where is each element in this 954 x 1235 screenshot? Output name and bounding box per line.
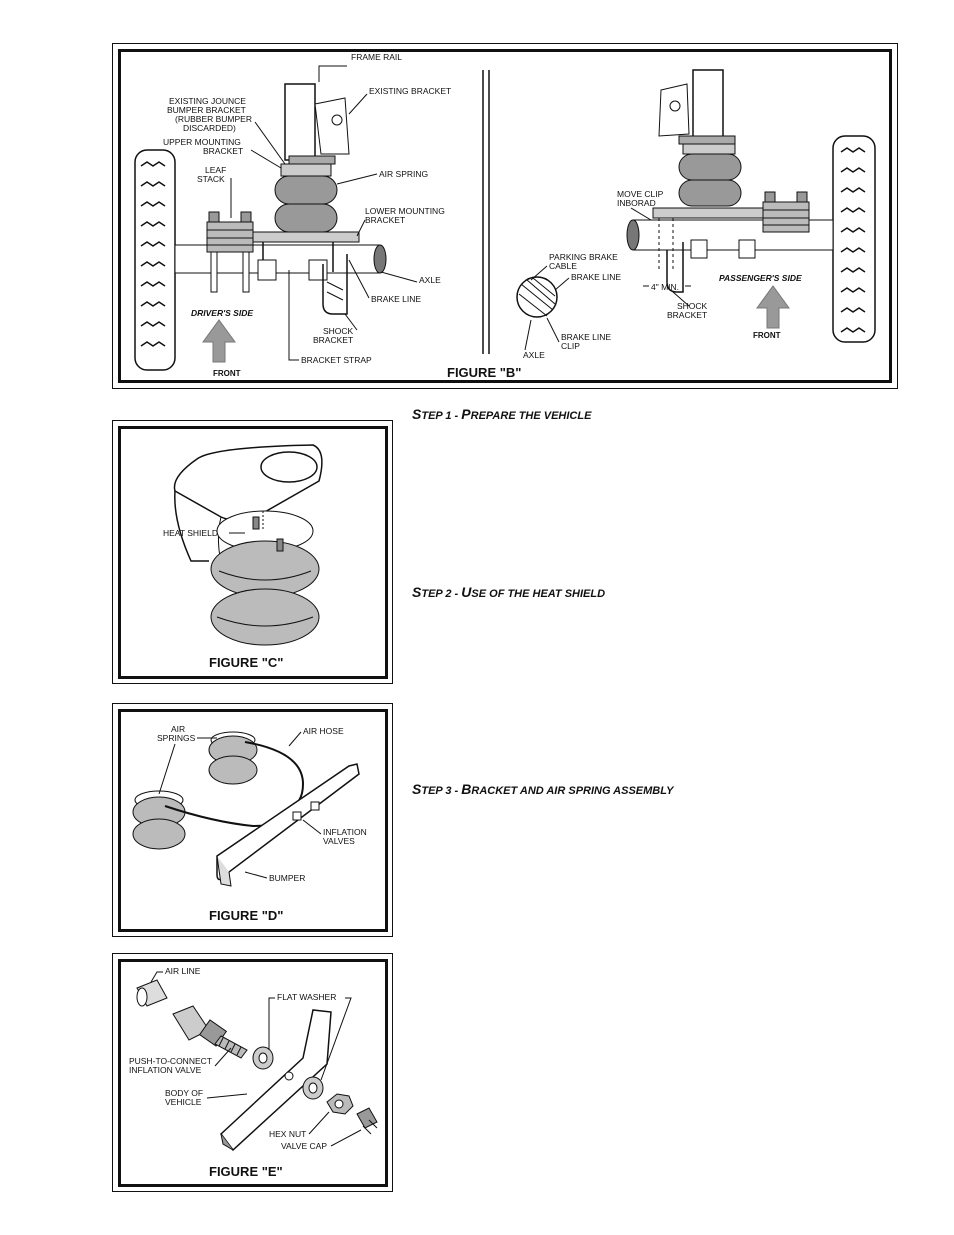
lower-bracket-passenger: [652, 207, 764, 293]
label-frame-rail: FRAME RAIL: [351, 52, 402, 62]
label-inflation-valves: INFLATION: [323, 827, 367, 837]
label-bumper: BUMPER: [269, 873, 305, 883]
label-heat-shield: HEAT SHIELD: [163, 528, 218, 538]
air-spring-passenger: [678, 143, 742, 207]
label-jounce: (RUBBER BUMPER: [175, 114, 252, 124]
step-1-heading: STEP 1 - PREPARE THE VEHICLE: [412, 406, 592, 422]
figure-d-border: [118, 709, 388, 932]
label-brake-line-right: BRAKE LINE: [571, 272, 621, 282]
label-front-left: FRONT: [213, 369, 241, 378]
figure-b-border: [118, 49, 892, 383]
label-brake-line-clip: CLIP: [561, 341, 580, 351]
label-shock-bracket-right: SHOCK: [677, 301, 708, 311]
bumper: [216, 763, 360, 887]
label-jounce: EXISTING JOUNCE: [169, 96, 246, 106]
front-arrow-right: [756, 285, 790, 329]
label-move-clip: MOVE CLIP: [617, 189, 664, 199]
figure-b-title: FIGURE "B": [447, 365, 521, 380]
figure-b-frame: FRAME RAIL EXISTING BRACKET EXISTING JOU…: [112, 43, 898, 389]
label-shock-bracket-left: BRACKET: [313, 335, 353, 345]
label-air-springs: AIR: [171, 724, 185, 734]
hex-nut: [326, 1093, 354, 1115]
label-axle-left: AXLE: [419, 275, 441, 285]
front-arrow-left: [202, 319, 236, 363]
label-existing-bracket: EXISTING BRACKET: [369, 86, 451, 96]
step-3-heading: STEP 3 - BRACKET AND AIR SPRING ASSEMBLY: [412, 781, 674, 797]
figure-e-title: FIGURE "E": [209, 1164, 283, 1179]
figure-c-title: FIGURE "C": [209, 655, 283, 670]
label-leaf-stack: STACK: [197, 174, 225, 184]
label-brake-line-clip: BRAKE LINE: [561, 332, 611, 342]
figure-b-illustration: FRAME RAIL EXISTING BRACKET EXISTING JOU…: [134, 52, 876, 380]
lower-bracket-driver: [252, 231, 360, 315]
passenger-tire: [832, 135, 876, 343]
label-axle-right: AXLE: [523, 350, 545, 360]
push-to-connect-valve: [172, 1005, 248, 1059]
frame-rail-driver: [284, 83, 350, 165]
label-brake-line-left: BRAKE LINE: [371, 294, 421, 304]
figure-e-frame: AIR LINE FLAT WASHER PUSH-TO-CONNECT INF…: [112, 953, 393, 1192]
figure-c-illustration: HEAT SHIELD FIGURE "C": [163, 444, 323, 670]
heat-shield: [173, 444, 323, 572]
label-leaf-stack: LEAF: [205, 165, 226, 175]
figure-d-title: FIGURE "D": [209, 908, 283, 923]
label-body-of-vehicle: VEHICLE: [165, 1097, 202, 1107]
label-air-springs: SPRINGS: [157, 733, 196, 743]
label-parking-brake: CABLE: [549, 261, 577, 271]
label-passengers-side: PASSENGER'S SIDE: [719, 273, 802, 283]
label-jounce: BUMPER BRACKET: [167, 105, 246, 115]
label-air-spring: AIR SPRING: [379, 169, 428, 179]
label-lower-bracket: BRACKET: [365, 215, 405, 225]
valve-cap: [356, 1107, 378, 1135]
label-valve-cap: VALVE CAP: [281, 1141, 327, 1151]
label-hex-nut: HEX NUT: [269, 1129, 306, 1139]
leaf-stack: [206, 211, 254, 293]
figure-d-illustration: AIR SPRINGS AIR HOSE INFLATION VALVES BU…: [132, 724, 367, 923]
label-jounce: DISCARDED): [183, 123, 236, 133]
frame-rail-passenger: [658, 69, 736, 145]
vehicle-body: [219, 1009, 332, 1152]
leaf-stack-passenger: [762, 191, 810, 233]
label-inflation-valves: VALVES: [323, 836, 355, 846]
figure-c-frame: HEAT SHIELD FIGURE "C": [112, 420, 393, 684]
label-push-to-connect: INFLATION VALVE: [129, 1065, 202, 1075]
label-four-min: 4" MIN.: [651, 282, 679, 292]
driver-tire: [134, 149, 176, 371]
air-spring-c: [210, 510, 320, 646]
label-upper-bracket: UPPER MOUNTING: [163, 137, 241, 147]
flat-washer: [252, 1046, 324, 1100]
air-spring-upper: [208, 731, 258, 785]
label-lower-bracket: LOWER MOUNTING: [365, 206, 445, 216]
label-bracket-strap: BRACKET STRAP: [301, 355, 372, 365]
axle-cross-section: [516, 276, 558, 318]
air-spring-lower: [132, 790, 186, 850]
label-shock-bracket-left: SHOCK: [323, 326, 354, 336]
air-line: [136, 979, 168, 1007]
label-drivers-side: DRIVER'S SIDE: [191, 308, 253, 318]
label-flat-washer: FLAT WASHER: [277, 992, 336, 1002]
figure-d-frame: AIR SPRINGS AIR HOSE INFLATION VALVES BU…: [112, 703, 393, 937]
label-air-hose: AIR HOSE: [303, 726, 344, 736]
figure-e-illustration: AIR LINE FLAT WASHER PUSH-TO-CONNECT INF…: [129, 966, 378, 1179]
label-upper-bracket: BRACKET: [203, 146, 243, 156]
label-shock-bracket-right: BRACKET: [667, 310, 707, 320]
figure-c-border: [118, 426, 388, 679]
step-2-heading: STEP 2 - USE OF THE HEAT SHIELD: [412, 584, 606, 600]
label-push-to-connect: PUSH-TO-CONNECT: [129, 1056, 212, 1066]
label-parking-brake: PARKING BRAKE: [549, 252, 618, 262]
figure-e-border: [118, 959, 388, 1187]
label-front-right: FRONT: [753, 331, 781, 340]
label-body-of-vehicle: BODY OF: [165, 1088, 203, 1098]
air-spring-driver: [274, 163, 338, 233]
label-move-clip: INBORAD: [617, 198, 656, 208]
label-air-line: AIR LINE: [165, 966, 201, 976]
